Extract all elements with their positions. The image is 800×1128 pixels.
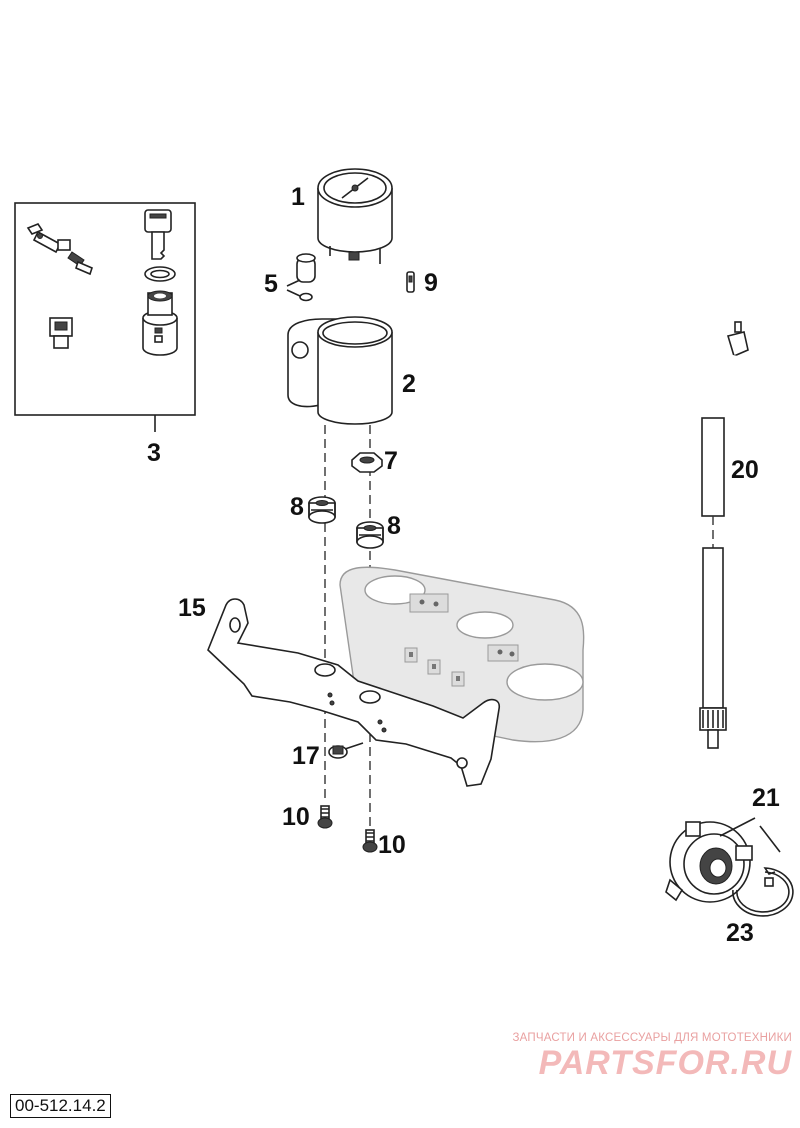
plug-connector [49, 317, 73, 349]
callout-10-right: 10 [378, 831, 406, 859]
callout-9: 9 [424, 269, 438, 297]
grommet-left [308, 496, 336, 524]
drawing-code-label: 00-512.14.2 [10, 1094, 111, 1118]
bulb [406, 271, 415, 293]
connector-small [26, 223, 93, 276]
bracket [207, 598, 501, 787]
callout-21: 21 [752, 784, 780, 812]
screw-10-left [317, 805, 333, 829]
speedometer-drive [665, 817, 781, 903]
washer [144, 266, 176, 282]
callout-3: 3 [147, 439, 161, 467]
screw-17 [328, 742, 364, 759]
bulb-holder [286, 253, 316, 302]
callout-5: 5 [264, 270, 278, 298]
grommet-right [356, 521, 384, 549]
callout-8-left: 8 [290, 493, 304, 521]
callout-23: 23 [726, 919, 754, 947]
callout-7: 7 [384, 447, 398, 475]
lock-cylinder [142, 290, 178, 356]
retainer-ring [732, 867, 794, 917]
speedometer [317, 168, 393, 264]
callout-8-right: 8 [387, 512, 401, 540]
speedometer-cable [699, 321, 749, 749]
watermark-logo: PARTSFOR.RU [538, 1044, 792, 1082]
callout-15: 15 [178, 594, 206, 622]
callout-20: 20 [731, 456, 759, 484]
screw-10-right [362, 829, 378, 853]
callout-1: 1 [291, 183, 305, 211]
key [144, 209, 172, 260]
callout-17: 17 [292, 742, 320, 770]
ignition-lock-kit [14, 202, 196, 432]
callout-10-left: 10 [282, 803, 310, 831]
watermark-tagline: ЗАПЧАСТИ И АКСЕССУАРЫ ДЛЯ МОТОТЕХНИКИ [512, 1032, 792, 1044]
nut [351, 452, 383, 473]
instrument-housing [287, 316, 393, 425]
callout-2: 2 [402, 370, 416, 398]
